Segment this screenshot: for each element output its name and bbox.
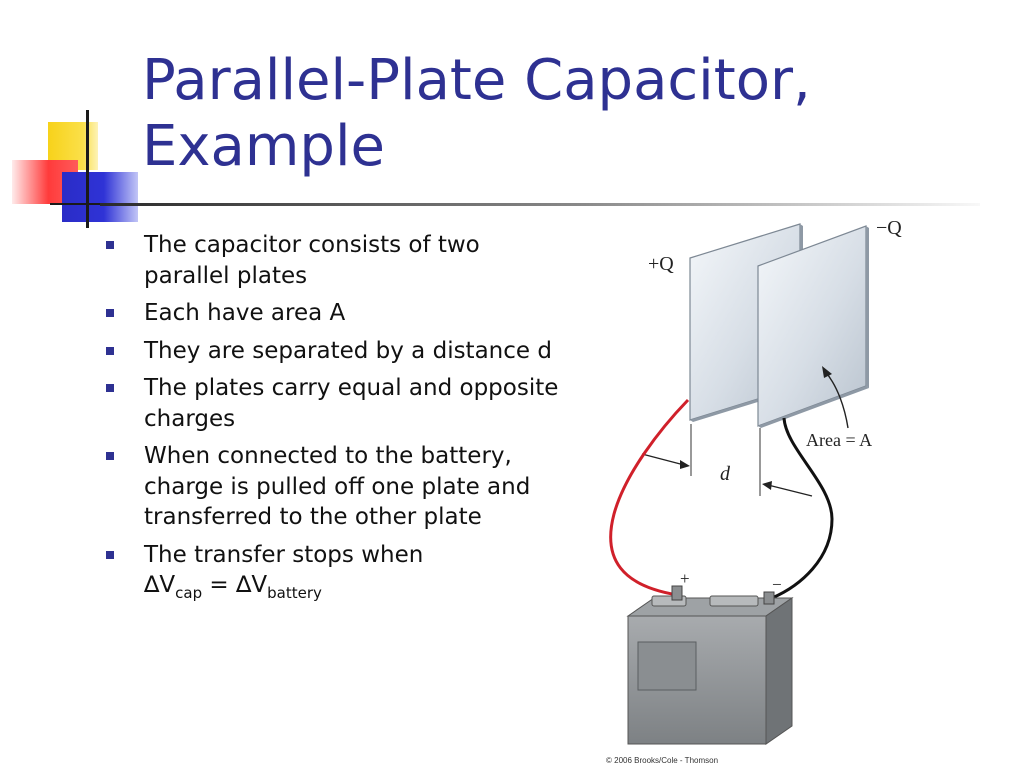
equals-sign: = <box>202 572 236 598</box>
d-label: d <box>720 463 731 485</box>
area-arrowhead <box>822 366 832 378</box>
bullet-marker <box>106 309 114 317</box>
bullet-item: The capacitor consists of two parallel p… <box>104 230 564 291</box>
battery <box>626 585 794 745</box>
bullet-marker <box>106 452 114 460</box>
subscript-battery: battery <box>267 584 322 602</box>
plus-q-label: +Q <box>648 253 674 275</box>
bullet-marker <box>106 241 114 249</box>
minus-terminal-label: − <box>772 575 782 594</box>
copyright-credit: © 2006 Brooks/Cole - Thomson <box>606 756 719 765</box>
d-arrowhead-left <box>680 460 690 469</box>
delta-v-cap: ∆V <box>144 572 176 598</box>
title-divider <box>100 203 980 206</box>
bullet-item: They are separated by a distance d <box>104 336 564 367</box>
slide-title: Parallel-Plate Capacitor, Example <box>142 48 942 180</box>
bullet-text: They are separated by a distance d <box>144 337 552 364</box>
d-arrowhead-right <box>762 481 772 490</box>
bullet-item: Each have area A <box>104 298 564 329</box>
decor-horizontal-line <box>50 203 130 205</box>
bullet-text: The transfer stops when <box>144 541 424 568</box>
plus-terminal-label: + <box>680 569 690 588</box>
delta-v-battery: ∆V <box>236 572 268 598</box>
negative-plate <box>757 225 869 428</box>
negative-wire <box>771 417 834 600</box>
minus-q-label: −Q <box>876 217 902 239</box>
bullet-item: The transfer stops when∆Vcap = ∆Vbattery <box>104 540 564 609</box>
subscript-cap: cap <box>175 584 203 602</box>
slide-title-line-1: Parallel-Plate Capacitor, <box>142 48 811 113</box>
slide-title-line-2: Example <box>142 114 385 179</box>
bullet-marker <box>106 346 114 355</box>
bullet-item: When connected to the battery, charge is… <box>104 441 564 533</box>
positive-wire <box>609 398 690 597</box>
bullet-item: The plates carry equal and opposite char… <box>104 373 564 434</box>
bullet-text: When connected to the battery, charge is… <box>144 443 531 530</box>
bullet-text: The plates carry equal and opposite char… <box>144 375 559 432</box>
decor-vertical-line <box>86 110 89 228</box>
bullet-marker <box>106 550 114 559</box>
bullet-text: The capacitor consists of two parallel p… <box>144 232 480 289</box>
decor-blue-square <box>62 172 138 222</box>
d-arrow-right <box>763 483 813 497</box>
capacitor-diagram: +Q −Q Area = A d + − <box>609 217 902 745</box>
area-label: Area = A <box>806 430 872 450</box>
bullet-marker <box>106 384 114 392</box>
bullet-list: The capacitor consists of two parallel p… <box>104 230 564 616</box>
bullet-text: Each have area A <box>144 300 346 326</box>
